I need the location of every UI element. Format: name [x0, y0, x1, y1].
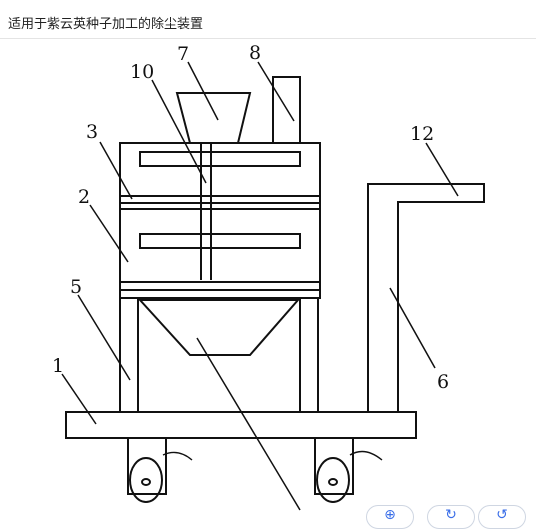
push-handle [367, 183, 485, 412]
collection-hopper [137, 299, 301, 356]
label-12: 12 [410, 123, 434, 145]
label-7: 7 [177, 43, 189, 65]
label-1: 1 [52, 355, 64, 377]
label-8: 8 [249, 42, 261, 64]
label-2: 2 [78, 186, 90, 208]
rotate-icon[interactable]: ↻ [427, 505, 475, 529]
label-3: 3 [86, 121, 98, 143]
screen-lower [139, 233, 301, 249]
caster-right [314, 437, 354, 495]
page-title: 适用于紫云英种子加工的除尘装置 [8, 17, 204, 32]
label-5: 5 [70, 276, 82, 298]
label-6: 6 [437, 371, 449, 393]
wheel-left [129, 457, 163, 503]
exhaust-pipe [272, 76, 301, 144]
wheel-right [316, 457, 350, 503]
base-plate [65, 411, 417, 439]
feed-hopper [175, 92, 252, 144]
title-divider [0, 38, 536, 39]
screen-upper [139, 151, 301, 167]
label-10: 10 [130, 61, 154, 83]
undo-icon[interactable]: ↺ [478, 505, 526, 529]
zoom-in-icon[interactable]: ⊕ [366, 505, 414, 529]
caster-left [127, 437, 167, 495]
viewer-toolbar: ⊕ ↻ ↺ [364, 505, 536, 529]
